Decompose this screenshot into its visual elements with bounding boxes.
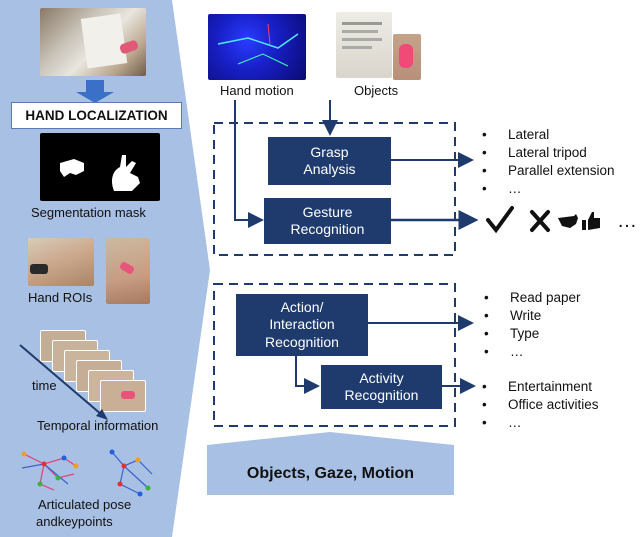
action-line2: Interaction: [269, 316, 335, 333]
temporal-information-label: Temporal information: [37, 418, 159, 433]
hand-roi-image-2: [106, 238, 150, 304]
grasp-line1: Grasp: [310, 143, 349, 160]
down-arrow-shape: [76, 80, 114, 103]
hand-motion-label: Hand motion: [220, 83, 294, 98]
pointing-hand-icon: [558, 214, 578, 228]
list-item: •…: [484, 344, 524, 359]
segmentation-mask-label: Segmentation mask: [31, 205, 146, 220]
pose-keypoints-figure: [21, 449, 153, 497]
objects-image-2: [393, 34, 421, 80]
list-item: •Entertainment: [482, 379, 593, 394]
top-input-image: [40, 8, 146, 76]
thumbs-up-icon: [582, 212, 600, 230]
bottom-banner-text: Objects, Gaze, Motion: [246, 465, 415, 482]
cross-icon: [530, 210, 550, 232]
grasp-outputs-list: •Lateral •Lateral tripod •Parallel exten…: [482, 126, 615, 198]
action-line1: Action/: [280, 298, 324, 315]
action-outputs-list: •Read paper •Write •Type •…: [484, 289, 581, 361]
hand-roi-image-1: [28, 238, 94, 286]
gesture-line2: Recognition: [290, 221, 365, 237]
grasp-analysis-box: Grasp Analysis: [268, 137, 391, 185]
list-item: •Office activities: [482, 397, 599, 412]
pose-label-line1: Articulated pose: [38, 497, 132, 512]
action-line3: Recognition: [265, 333, 339, 350]
list-item: •Read paper: [484, 290, 581, 305]
gesture-recognition-box: Gesture Recognition: [264, 198, 391, 244]
objects-image-1: [336, 12, 392, 78]
list-item: •Write: [484, 308, 542, 323]
activity-line2: Recognition: [344, 387, 419, 403]
gesture-icons: [486, 206, 600, 234]
activity-outputs-list: •Entertainment •Office activities •…: [482, 378, 599, 432]
pose-label-line2: andkeypoints: [36, 514, 113, 529]
action-recognition-box: Action/ Interaction Recognition: [236, 294, 368, 356]
hand-motion-image: [208, 14, 306, 80]
segmentation-mask-image: [40, 133, 160, 201]
time-label: time: [32, 378, 57, 393]
objects-label: Objects: [354, 83, 399, 98]
gesture-ellipsis: …: [617, 210, 637, 232]
grasp-line2: Analysis: [303, 161, 356, 177]
list-item: •Lateral: [482, 127, 550, 142]
hand-localization-box: HAND LOCALIZATION: [11, 102, 182, 129]
list-item: •…: [482, 181, 522, 196]
list-item: •…: [482, 415, 522, 430]
list-item: •Parallel extension: [482, 163, 615, 178]
lower-dashed-frame: [213, 283, 456, 427]
activity-line1: Activity: [359, 369, 404, 386]
bottom-banner-shape: [207, 432, 454, 495]
checkmark-icon: [486, 206, 514, 234]
list-item: •Type: [484, 326, 540, 341]
gesture-line1: Gesture: [302, 203, 353, 220]
activity-recognition-box: Activity Recognition: [321, 365, 442, 409]
list-item: •Lateral tripod: [482, 145, 587, 160]
hand-rois-label: Hand ROIs: [28, 290, 93, 305]
hand-localization-title: HAND LOCALIZATION: [25, 108, 168, 123]
